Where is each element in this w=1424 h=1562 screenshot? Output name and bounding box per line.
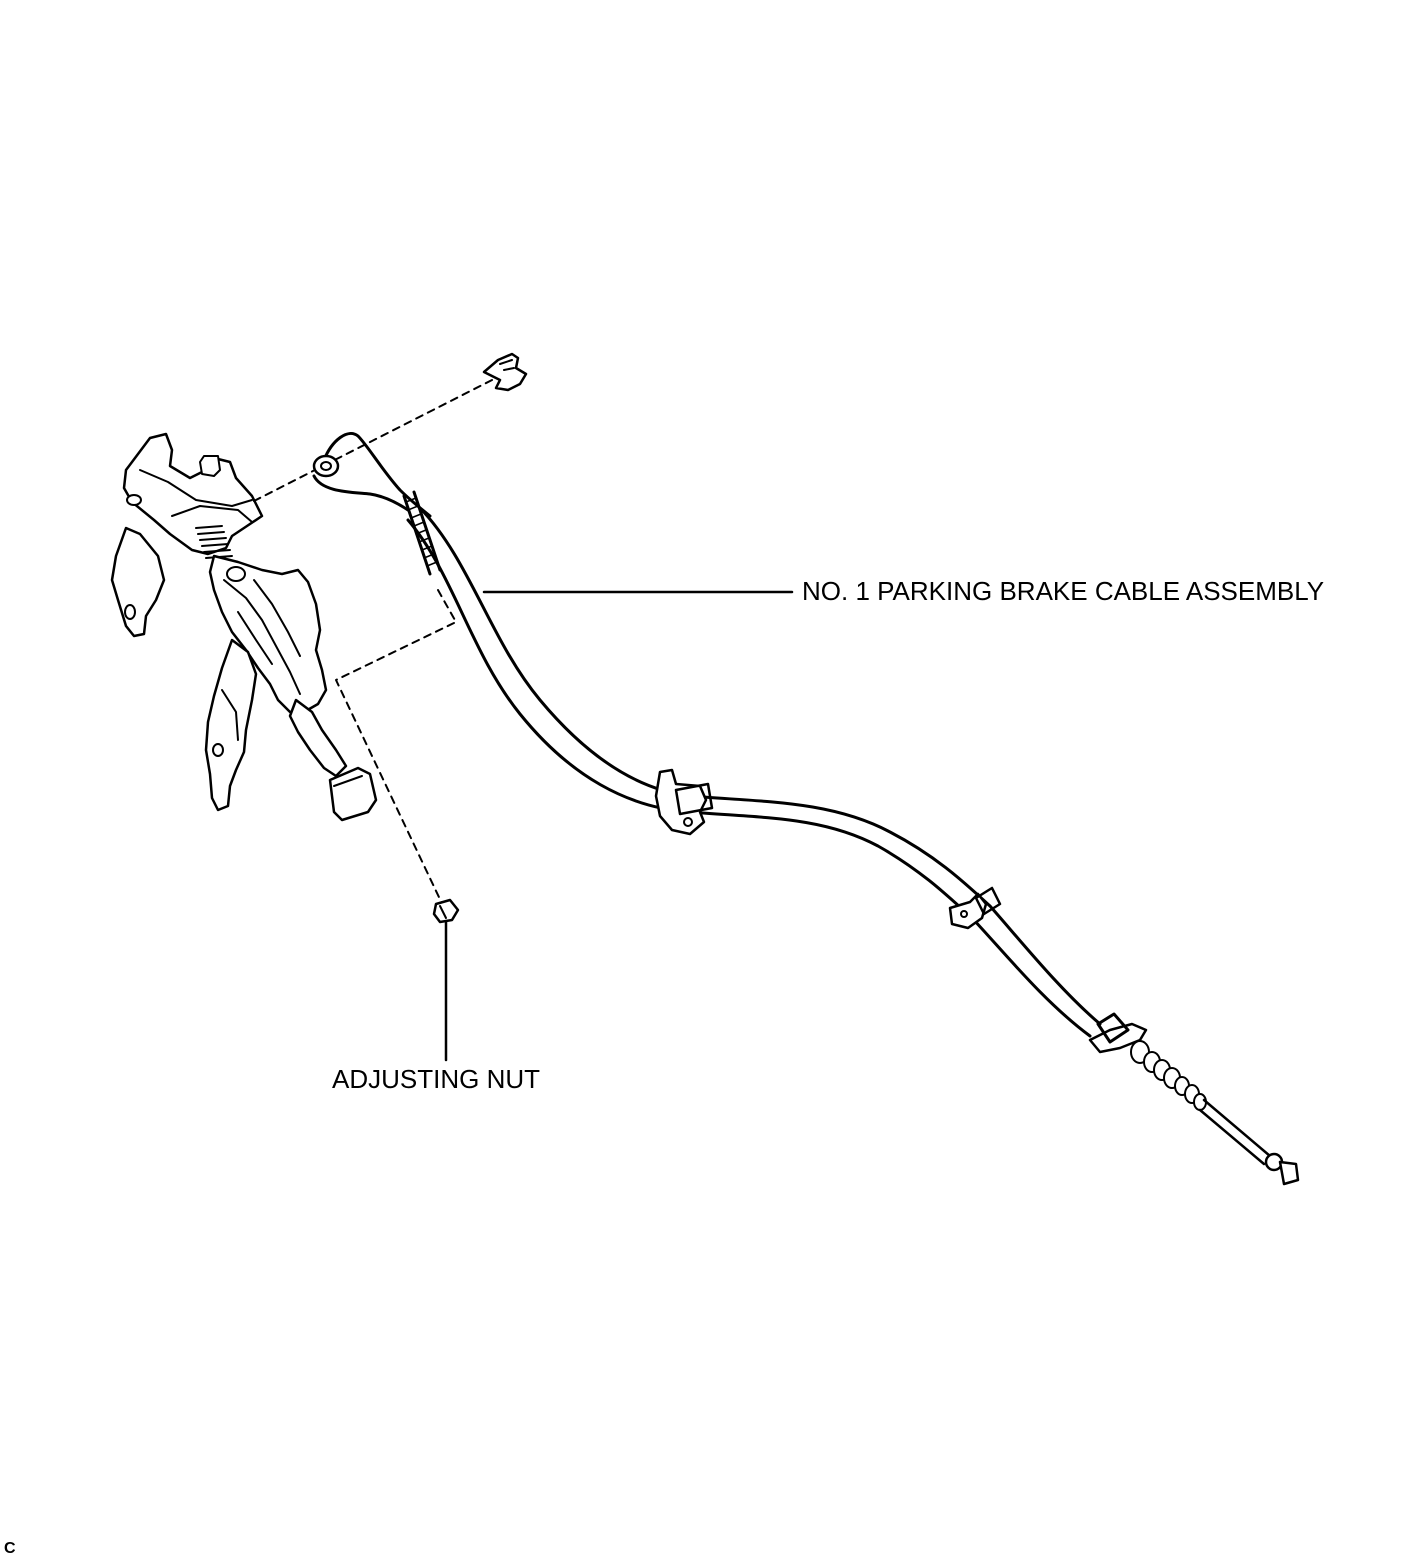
adjusting-nut bbox=[432, 898, 460, 924]
leader-lines bbox=[444, 590, 794, 1062]
retaining-clip bbox=[482, 352, 528, 392]
assembly-guide-lines bbox=[251, 379, 493, 913]
parking-brake-cable bbox=[312, 432, 1300, 1186]
corner-code: C bbox=[4, 1540, 16, 1557]
cable-assembly-label: NO. 1 PARKING BRAKE CABLE ASSEMBLY bbox=[802, 576, 1325, 606]
adjusting-nut-label: ADJUSTING NUT bbox=[332, 1064, 540, 1094]
parking-brake-pedal-assembly bbox=[110, 432, 378, 822]
